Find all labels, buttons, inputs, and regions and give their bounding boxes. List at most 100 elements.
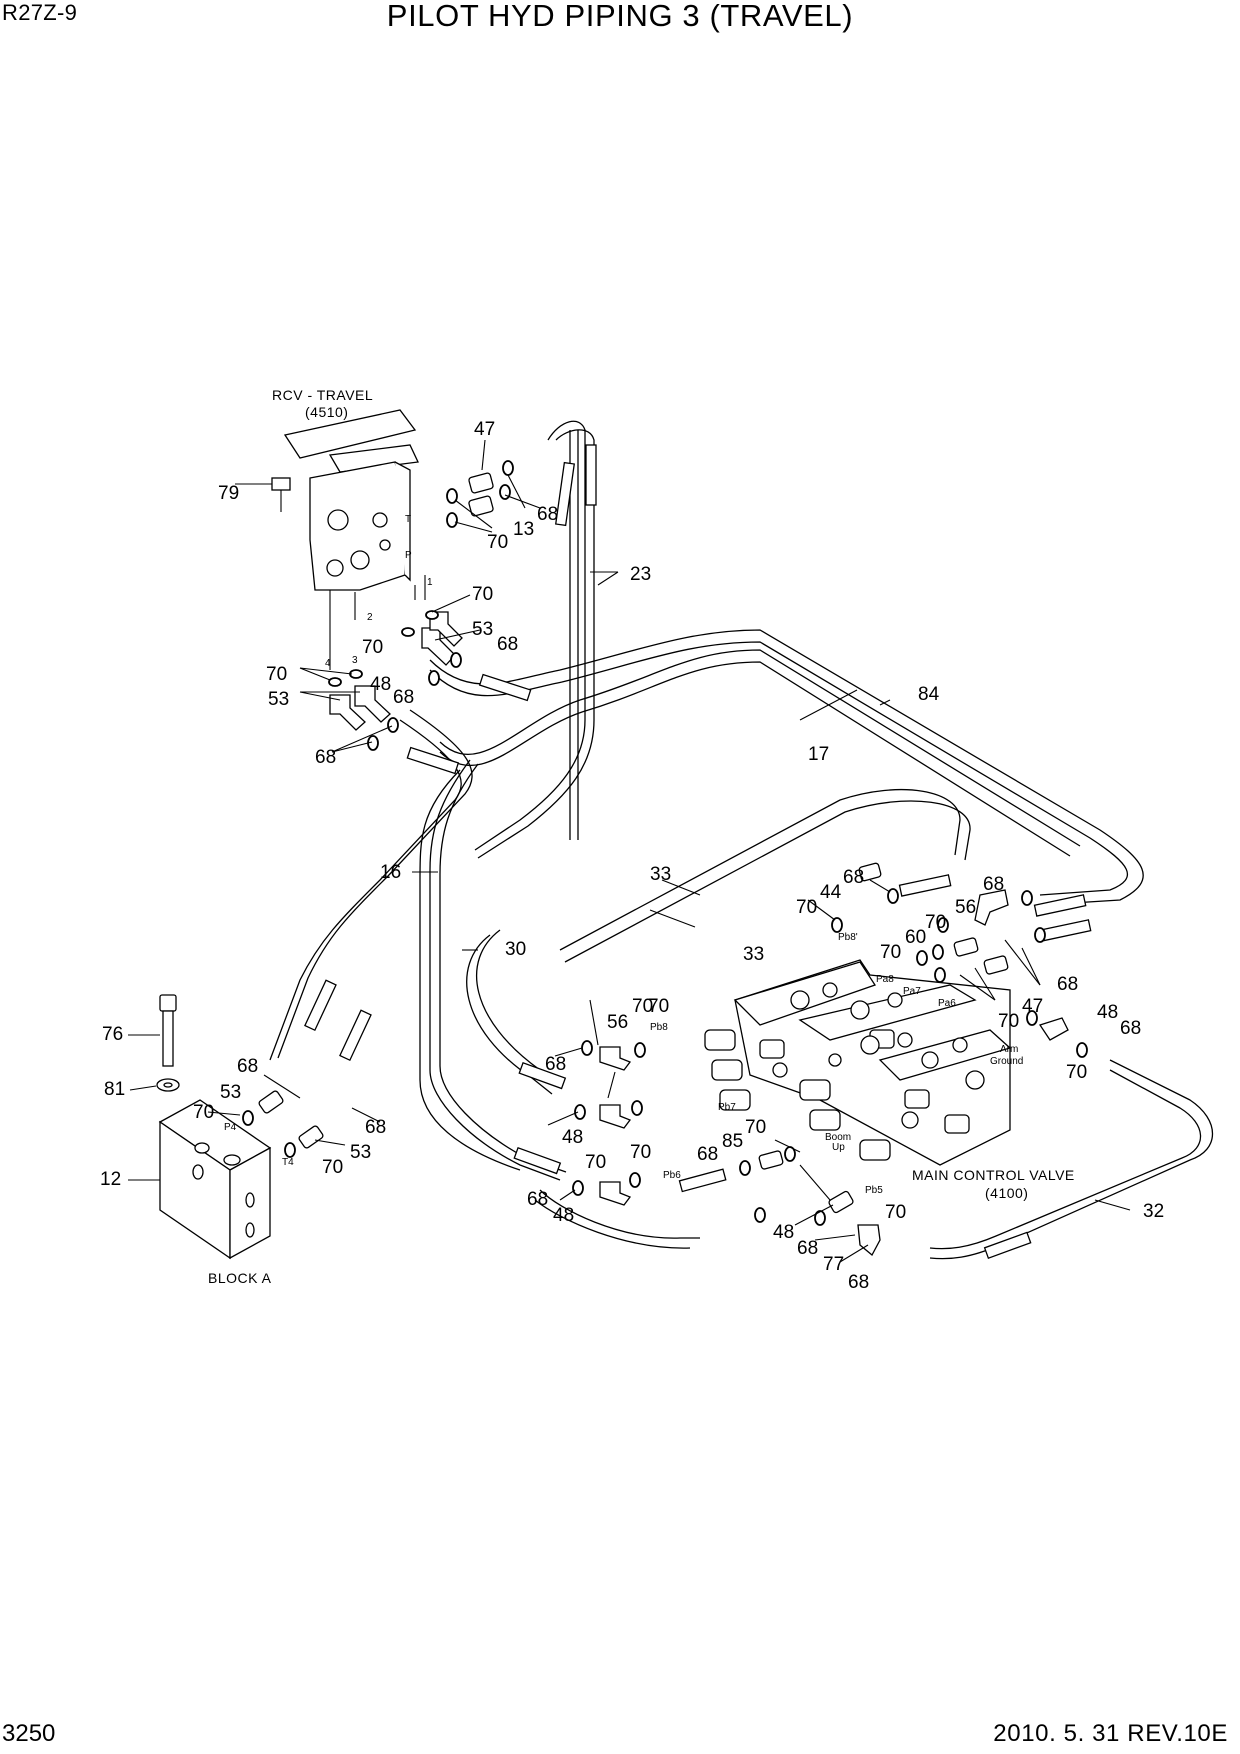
port-label: Pb8' — [838, 932, 858, 943]
rcv-port-label: 2 — [367, 612, 373, 623]
callout: 68 — [497, 634, 518, 655]
callout: 81 — [104, 1079, 125, 1100]
block-a-label: BLOCK A — [208, 1270, 272, 1286]
callout: 47 — [474, 419, 495, 440]
callout: 68 — [237, 1056, 258, 1077]
spool-caps — [704, 1029, 970, 1161]
callout: 17 — [808, 744, 829, 765]
callout: 32 — [1143, 1201, 1164, 1222]
arm-ground-label: Ground — [990, 1056, 1023, 1067]
callout: 48 — [370, 674, 391, 695]
port-label: Pb6 — [663, 1170, 681, 1181]
callout: 33 — [650, 864, 671, 885]
callout: 70 — [796, 897, 817, 918]
callout: 70 — [998, 1011, 1019, 1032]
page-number: 3250 — [2, 1720, 56, 1747]
callout: 70 — [648, 996, 669, 1017]
callout: 70 — [925, 912, 946, 933]
rcv-port-label: 3 — [352, 655, 358, 666]
callout: 12 — [100, 1169, 121, 1190]
leader-lines — [128, 439, 1131, 1263]
callout: 85 — [722, 1131, 743, 1152]
callout: 70 — [632, 996, 653, 1017]
revision-date: 2010. 5. 31 REV.10E — [993, 1720, 1228, 1747]
callout: 68 — [843, 867, 864, 888]
block-a[interactable] — [158, 1099, 272, 1260]
callout: 53 — [268, 689, 289, 710]
callout: 53 — [220, 1082, 241, 1103]
part-number-callouts: 47 79 68 1 3 70 23 70 53 68 70 70 48 68 5… — [100, 419, 1164, 1293]
callout: 70 — [322, 1157, 343, 1178]
callout: 70 — [585, 1152, 606, 1173]
hose-sleeves — [304, 444, 1092, 1259]
mcv-name-label: MAIN CONTROL VALVE — [912, 1167, 1075, 1183]
main-control-valve[interactable] — [704, 959, 1012, 1166]
port-label: Pa7 — [903, 986, 921, 997]
callout: 48 — [773, 1222, 794, 1243]
arm-ground-label: Arm — [1000, 1044, 1018, 1055]
callout: 70 — [1066, 1062, 1087, 1083]
callout: 48 — [1097, 1002, 1118, 1023]
callout: 68 — [848, 1272, 869, 1293]
text-labels: RCV - TRAVEL (4510) MAIN CONTROL VALVE (… — [208, 387, 1075, 1286]
callout: 44 — [820, 882, 842, 903]
callout: 68 — [315, 747, 336, 768]
page-title: PILOT HYD PIPING 3 (TRAVEL) — [386, 0, 854, 33]
callout: 68 — [1057, 974, 1078, 995]
callout: 70 — [362, 637, 383, 658]
callout: 30 — [505, 939, 526, 960]
rcv-port-label: 4 — [325, 658, 331, 669]
callout: 84 — [918, 684, 940, 705]
callout: 53 — [350, 1142, 371, 1163]
callout: 70 — [487, 532, 508, 553]
fittings — [258, 472, 1069, 1257]
callout: 70 — [745, 1117, 766, 1138]
callout: 68 — [545, 1054, 566, 1075]
callout: 70 — [193, 1102, 214, 1123]
callout: 70 — [885, 1202, 906, 1223]
rcv-travel-valve[interactable] — [283, 409, 426, 670]
callout: 70 — [266, 664, 287, 685]
port-label: Pb5 — [865, 1185, 883, 1196]
callout: 48 — [553, 1205, 574, 1226]
callout: 68 — [527, 1189, 548, 1210]
port-label: P4 — [224, 1122, 237, 1133]
callout: 47 — [1022, 996, 1043, 1017]
callout: 60 — [905, 927, 926, 948]
callout: 68 — [697, 1144, 718, 1165]
port-label: Pb7 — [718, 1102, 736, 1113]
bolt-76 — [156, 994, 180, 1092]
callout: 33 — [743, 944, 764, 965]
callout: 68 — [1120, 1018, 1141, 1039]
boom-up-label: Up — [832, 1142, 845, 1153]
port-label: Pa8 — [876, 974, 894, 985]
mcv-code-label: (4100) — [985, 1185, 1028, 1201]
boom-up-label: Boom — [825, 1132, 851, 1143]
callout: 79 — [218, 483, 239, 504]
o-rings — [242, 460, 1088, 1226]
callout: 76 — [102, 1024, 123, 1045]
callout: 68 — [393, 687, 414, 708]
callout: 77 — [823, 1254, 844, 1275]
model-code: R27Z-9 — [2, 0, 78, 25]
port-holes — [772, 982, 985, 1129]
port-label: Pb8 — [650, 1022, 668, 1033]
callout: 56 — [607, 1012, 628, 1033]
callout: 48 — [562, 1127, 583, 1148]
rcv-code-label: (4510) — [305, 404, 348, 420]
callout: 23 — [630, 564, 651, 585]
callout: 70 — [472, 584, 493, 605]
callout: 16 — [380, 862, 401, 883]
rcv-port-label: T — [405, 514, 411, 525]
rcv-port-label: 1 — [427, 577, 433, 588]
rcv-port-label: P — [405, 550, 412, 561]
callout: 68 — [797, 1238, 818, 1259]
rcv-name-label: RCV - TRAVEL — [272, 387, 373, 403]
callout: 68 — [365, 1117, 386, 1138]
callout: 56 — [955, 897, 976, 918]
callout: 53 — [472, 619, 493, 640]
port-label: T4 — [282, 1157, 294, 1168]
callout: 70 — [630, 1142, 651, 1163]
callout: 70 — [880, 942, 901, 963]
